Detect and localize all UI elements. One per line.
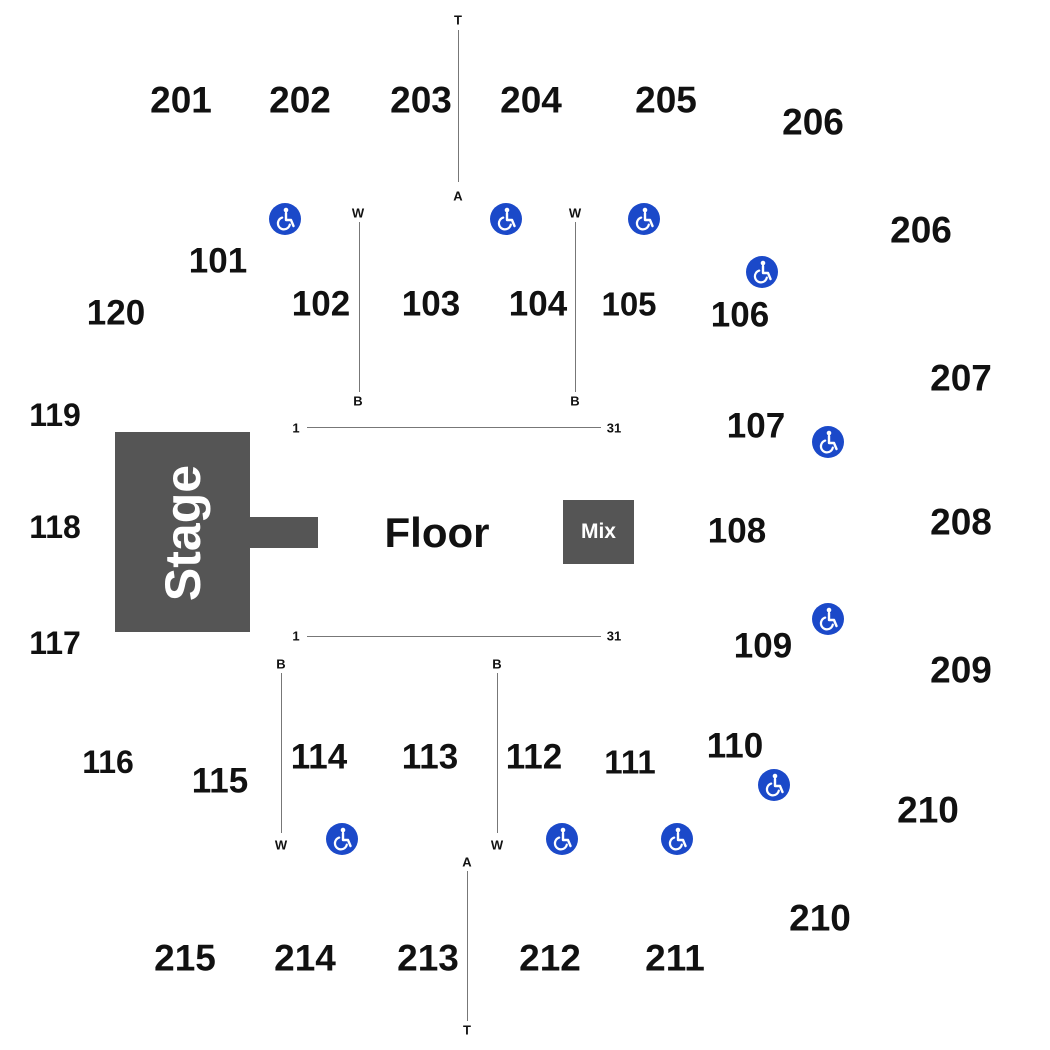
wheelchair-icon[interactable] (326, 823, 358, 855)
row-label-w-114: W (274, 837, 288, 853)
wheelchair-icon[interactable] (812, 603, 844, 635)
section-209[interactable]: 209 (930, 649, 992, 691)
section-205[interactable]: 205 (635, 79, 697, 121)
section-203[interactable]: 203 (390, 79, 452, 121)
row-label-w-112: W (490, 837, 504, 853)
section-108[interactable]: 108 (707, 511, 767, 551)
floor-row-first-bottom: 1 (292, 628, 300, 644)
row-label-b-104: B (570, 393, 580, 409)
section-201[interactable]: 201 (150, 79, 212, 121)
aisle-line-bottom (467, 871, 468, 1021)
mix-position: Mix (563, 500, 634, 564)
mix-label: Mix (580, 520, 616, 543)
wheelchair-icon[interactable] (490, 203, 522, 235)
row-label-b-112: B (492, 656, 502, 672)
row-label-b-102: B (353, 393, 363, 409)
wheelchair-icon[interactable] (812, 426, 844, 458)
stage[interactable] (115, 432, 250, 632)
row-label-b-114: B (276, 656, 286, 672)
aisle-line-top (458, 30, 459, 182)
row-label-w-102: W (351, 205, 365, 221)
floor-row-last-bottom: 31 (606, 628, 622, 644)
section-116[interactable]: 116 (82, 744, 134, 780)
section-115[interactable]: 115 (191, 761, 249, 801)
section-106[interactable]: 106 (710, 295, 770, 335)
section-120[interactable]: 120 (86, 293, 146, 333)
floor-row-first-top: 1 (292, 420, 300, 436)
section-206-lower[interactable]: 206 (890, 209, 952, 251)
floor-row-line-top (307, 427, 601, 428)
section-114[interactable]: 114 (290, 737, 348, 777)
section-210-upper[interactable]: 210 (897, 789, 959, 831)
section-207[interactable]: 207 (930, 357, 992, 399)
section-211[interactable]: 211 (645, 937, 705, 979)
section-202[interactable]: 202 (269, 79, 331, 121)
wheelchair-icon[interactable] (746, 256, 778, 288)
section-103[interactable]: 103 (401, 284, 461, 324)
row-label-w-104: W (568, 205, 582, 221)
row-label-a-top: A (453, 188, 463, 204)
section-117[interactable]: 117 (29, 625, 81, 661)
row-line-114 (281, 673, 282, 833)
floor-row-last-top: 31 (606, 420, 622, 436)
section-109[interactable]: 109 (733, 626, 793, 666)
wheelchair-icon[interactable] (758, 769, 790, 801)
row-line-104 (575, 222, 576, 392)
section-105[interactable]: 105 (601, 285, 657, 323)
wheelchair-icon[interactable] (661, 823, 693, 855)
floor-section[interactable]: Floor (384, 509, 490, 556)
wheelchair-icon[interactable] (269, 203, 301, 235)
row-line-102 (359, 222, 360, 392)
section-110[interactable]: 110 (706, 726, 764, 766)
section-111[interactable]: 111 (604, 743, 656, 781)
wheelchair-icon[interactable] (628, 203, 660, 235)
section-119[interactable]: 119 (29, 397, 81, 433)
section-118[interactable]: 118 (29, 509, 81, 545)
section-213[interactable]: 213 (397, 937, 459, 979)
section-212[interactable]: 212 (519, 937, 581, 979)
section-102[interactable]: 102 (291, 284, 351, 324)
section-214[interactable]: 214 (274, 937, 336, 979)
row-label-t-bottom: T (463, 1022, 471, 1038)
floor-row-line-bottom (307, 636, 601, 637)
section-101[interactable]: 101 (188, 241, 248, 281)
section-104[interactable]: 104 (508, 284, 568, 324)
section-107[interactable]: 107 (726, 406, 786, 446)
row-line-112 (497, 673, 498, 833)
section-113[interactable]: 113 (401, 737, 459, 777)
section-215[interactable]: 215 (154, 937, 216, 979)
row-label-a-bottom: A (462, 854, 472, 870)
section-210-lower[interactable]: 210 (789, 897, 851, 939)
section-112[interactable]: 112 (505, 737, 563, 777)
row-label-t-top: T (454, 12, 462, 28)
stage-label: Stage (155, 464, 211, 602)
section-208[interactable]: 208 (930, 501, 992, 543)
stage-runway (248, 517, 318, 548)
section-204[interactable]: 204 (500, 79, 562, 121)
wheelchair-icon[interactable] (546, 823, 578, 855)
section-206-upper[interactable]: 206 (782, 101, 844, 143)
